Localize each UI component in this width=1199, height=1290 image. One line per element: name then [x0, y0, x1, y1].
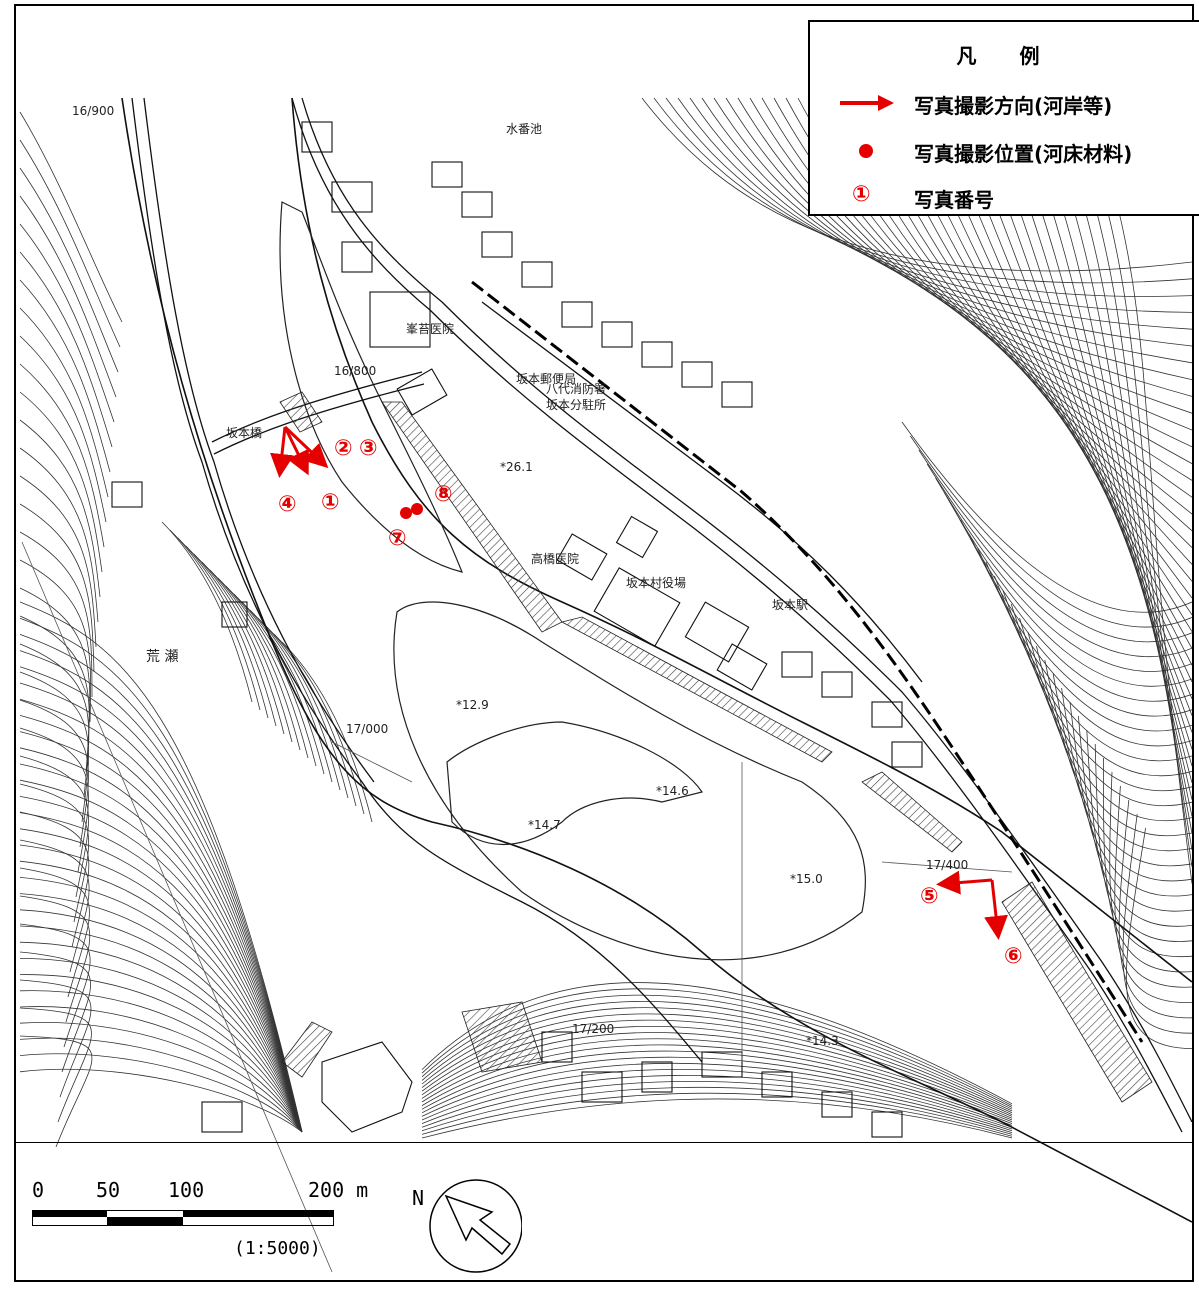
photo-marker-5[interactable]: ⑤	[920, 884, 939, 909]
photo-marker-7[interactable]: ⑦	[388, 526, 407, 551]
photo-arrow-1	[283, 426, 309, 476]
map-label: 峯苔医院	[406, 322, 455, 336]
scale-tick-label: 0	[32, 1178, 45, 1202]
topographic-map[interactable]	[16, 6, 1192, 1280]
photo-arrow-2	[283, 425, 329, 469]
map-bottom-border	[16, 1142, 1192, 1143]
map-label: 坂本郵便局	[516, 372, 577, 386]
photo-arrow-4	[270, 426, 294, 478]
river-banks	[121, 97, 1192, 1223]
map-label: 17/000	[346, 722, 389, 736]
red-arrow-icon	[840, 95, 894, 111]
map-label: *12.9	[456, 698, 489, 712]
map-label: *14.7	[528, 818, 561, 832]
section-lines	[21, 541, 1013, 1273]
photo-marker-3[interactable]: ③	[359, 436, 378, 461]
map-frame: 峯苔医院 坂本郵便局 八代消防署 坂本分駐所 高橋医院 坂本村役場 坂本駅 坂本…	[14, 4, 1199, 1282]
photo-marker-2[interactable]: ②	[334, 436, 353, 461]
legend-label: 写真撮影位置(河床材料)	[914, 142, 1133, 166]
north-label: N	[412, 1186, 425, 1210]
map-label: 坂本橋	[226, 426, 263, 440]
map-label: 水番池	[506, 122, 543, 136]
map-label: 荒 瀬	[146, 649, 179, 665]
map-label: 坂本分駐所	[546, 398, 607, 412]
scale-bar-graphic	[32, 1210, 334, 1226]
map-label: 高橋医院	[531, 552, 580, 566]
photo-arrows	[270, 425, 1008, 940]
roads	[131, 97, 1192, 1133]
legend-item-number: ① 写真番号	[810, 180, 1199, 216]
scale-ratio: (1:5000)	[234, 1238, 321, 1259]
red-dot-icon	[859, 144, 873, 158]
railway	[471, 280, 1144, 1043]
photo-arrow-5	[936, 870, 993, 895]
map-label: 16/800	[334, 364, 377, 378]
circled-number-icon: ①	[852, 182, 871, 207]
legend-item-arrow: 写真撮影方向(河岸等)	[810, 86, 1199, 122]
scale-tick-label: 100	[168, 1178, 205, 1202]
photo-arrow-6	[984, 879, 1008, 940]
map-label: 八代消防署	[546, 382, 607, 396]
legend-label: 写真撮影方向(河岸等)	[914, 94, 1113, 118]
map-label: 坂本駅	[772, 598, 809, 612]
legend-item-dot: 写真撮影位置(河床材料)	[810, 134, 1199, 170]
map-label: *15.0	[790, 872, 823, 886]
map-label: *14.3	[806, 1034, 839, 1048]
photo-dot-7	[400, 507, 412, 519]
map-label: 16/900	[72, 104, 115, 118]
buildings	[111, 121, 923, 1138]
legend-label: 写真番号	[914, 188, 994, 212]
photo-dots	[400, 503, 423, 519]
photo-marker-6[interactable]: ⑥	[1004, 944, 1023, 969]
photo-marker-1[interactable]: ①	[321, 490, 340, 515]
photo-marker-4[interactable]: ④	[278, 492, 297, 517]
map-label: 17/200	[572, 1022, 615, 1036]
map-label: 坂本村役場	[626, 576, 687, 590]
legend-title: 凡 例	[956, 44, 1058, 68]
map-label: *14.6	[656, 784, 689, 798]
scale-bar: 0 50 100 200 m (1:5000)	[16, 1156, 396, 1276]
photo-dot-8	[411, 503, 423, 515]
revetments	[279, 391, 1153, 1103]
north-arrow: N	[412, 1166, 522, 1276]
map-label: *26.1	[500, 460, 533, 474]
photo-marker-8[interactable]: ⑧	[434, 482, 453, 507]
scale-tick-label: 50	[96, 1178, 121, 1202]
sand-bars	[279, 201, 866, 961]
scale-tick-label: 200 m	[308, 1178, 369, 1202]
legend: 凡 例 写真撮影方向(河岸等) 写真撮影位置(河床材料) ① 写真番号	[808, 20, 1199, 216]
map-label: 17/400	[926, 858, 969, 872]
